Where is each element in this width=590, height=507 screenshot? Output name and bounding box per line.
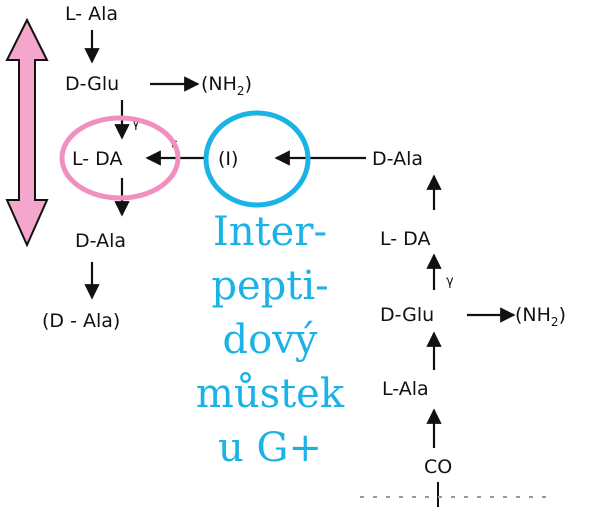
left-d-ala: D-Ala: [75, 230, 126, 252]
left-gamma-label: γ: [132, 116, 140, 131]
left-l-da: L- DA: [72, 148, 122, 170]
bridge-symbol: (I): [218, 148, 238, 170]
left-d-ala-paren: (D - Ala): [42, 310, 120, 332]
interpeptide-bridge-caption: Inter- pepti- dový můstek u G+: [180, 205, 360, 475]
caption-line-2: pepti-: [211, 263, 329, 309]
right-d-ala: D-Ala: [372, 148, 423, 170]
right-d-glu: D-Glu: [380, 304, 434, 326]
caption-line-3: dový: [222, 317, 318, 363]
caption-line-4: můstek: [195, 371, 345, 417]
double-arrow-icon: [5, 17, 49, 248]
caption-line-5: u G+: [218, 425, 322, 471]
right-l-ala: L-Ala: [382, 378, 429, 400]
right-gamma-label: γ: [446, 274, 454, 289]
left-d-glu: D-Glu: [65, 73, 119, 95]
left-nh2: (NH2): [201, 73, 252, 98]
left-l-ala: L- Ala: [65, 3, 118, 25]
highlight-circle-bridge: [203, 110, 311, 208]
right-l-da: L- DA: [380, 228, 430, 250]
highlight-circle-l-da: [59, 115, 181, 201]
right-co: CO: [424, 456, 452, 478]
right-nh2: (NH2): [515, 304, 566, 329]
caption-line-1: Inter-: [213, 209, 327, 255]
